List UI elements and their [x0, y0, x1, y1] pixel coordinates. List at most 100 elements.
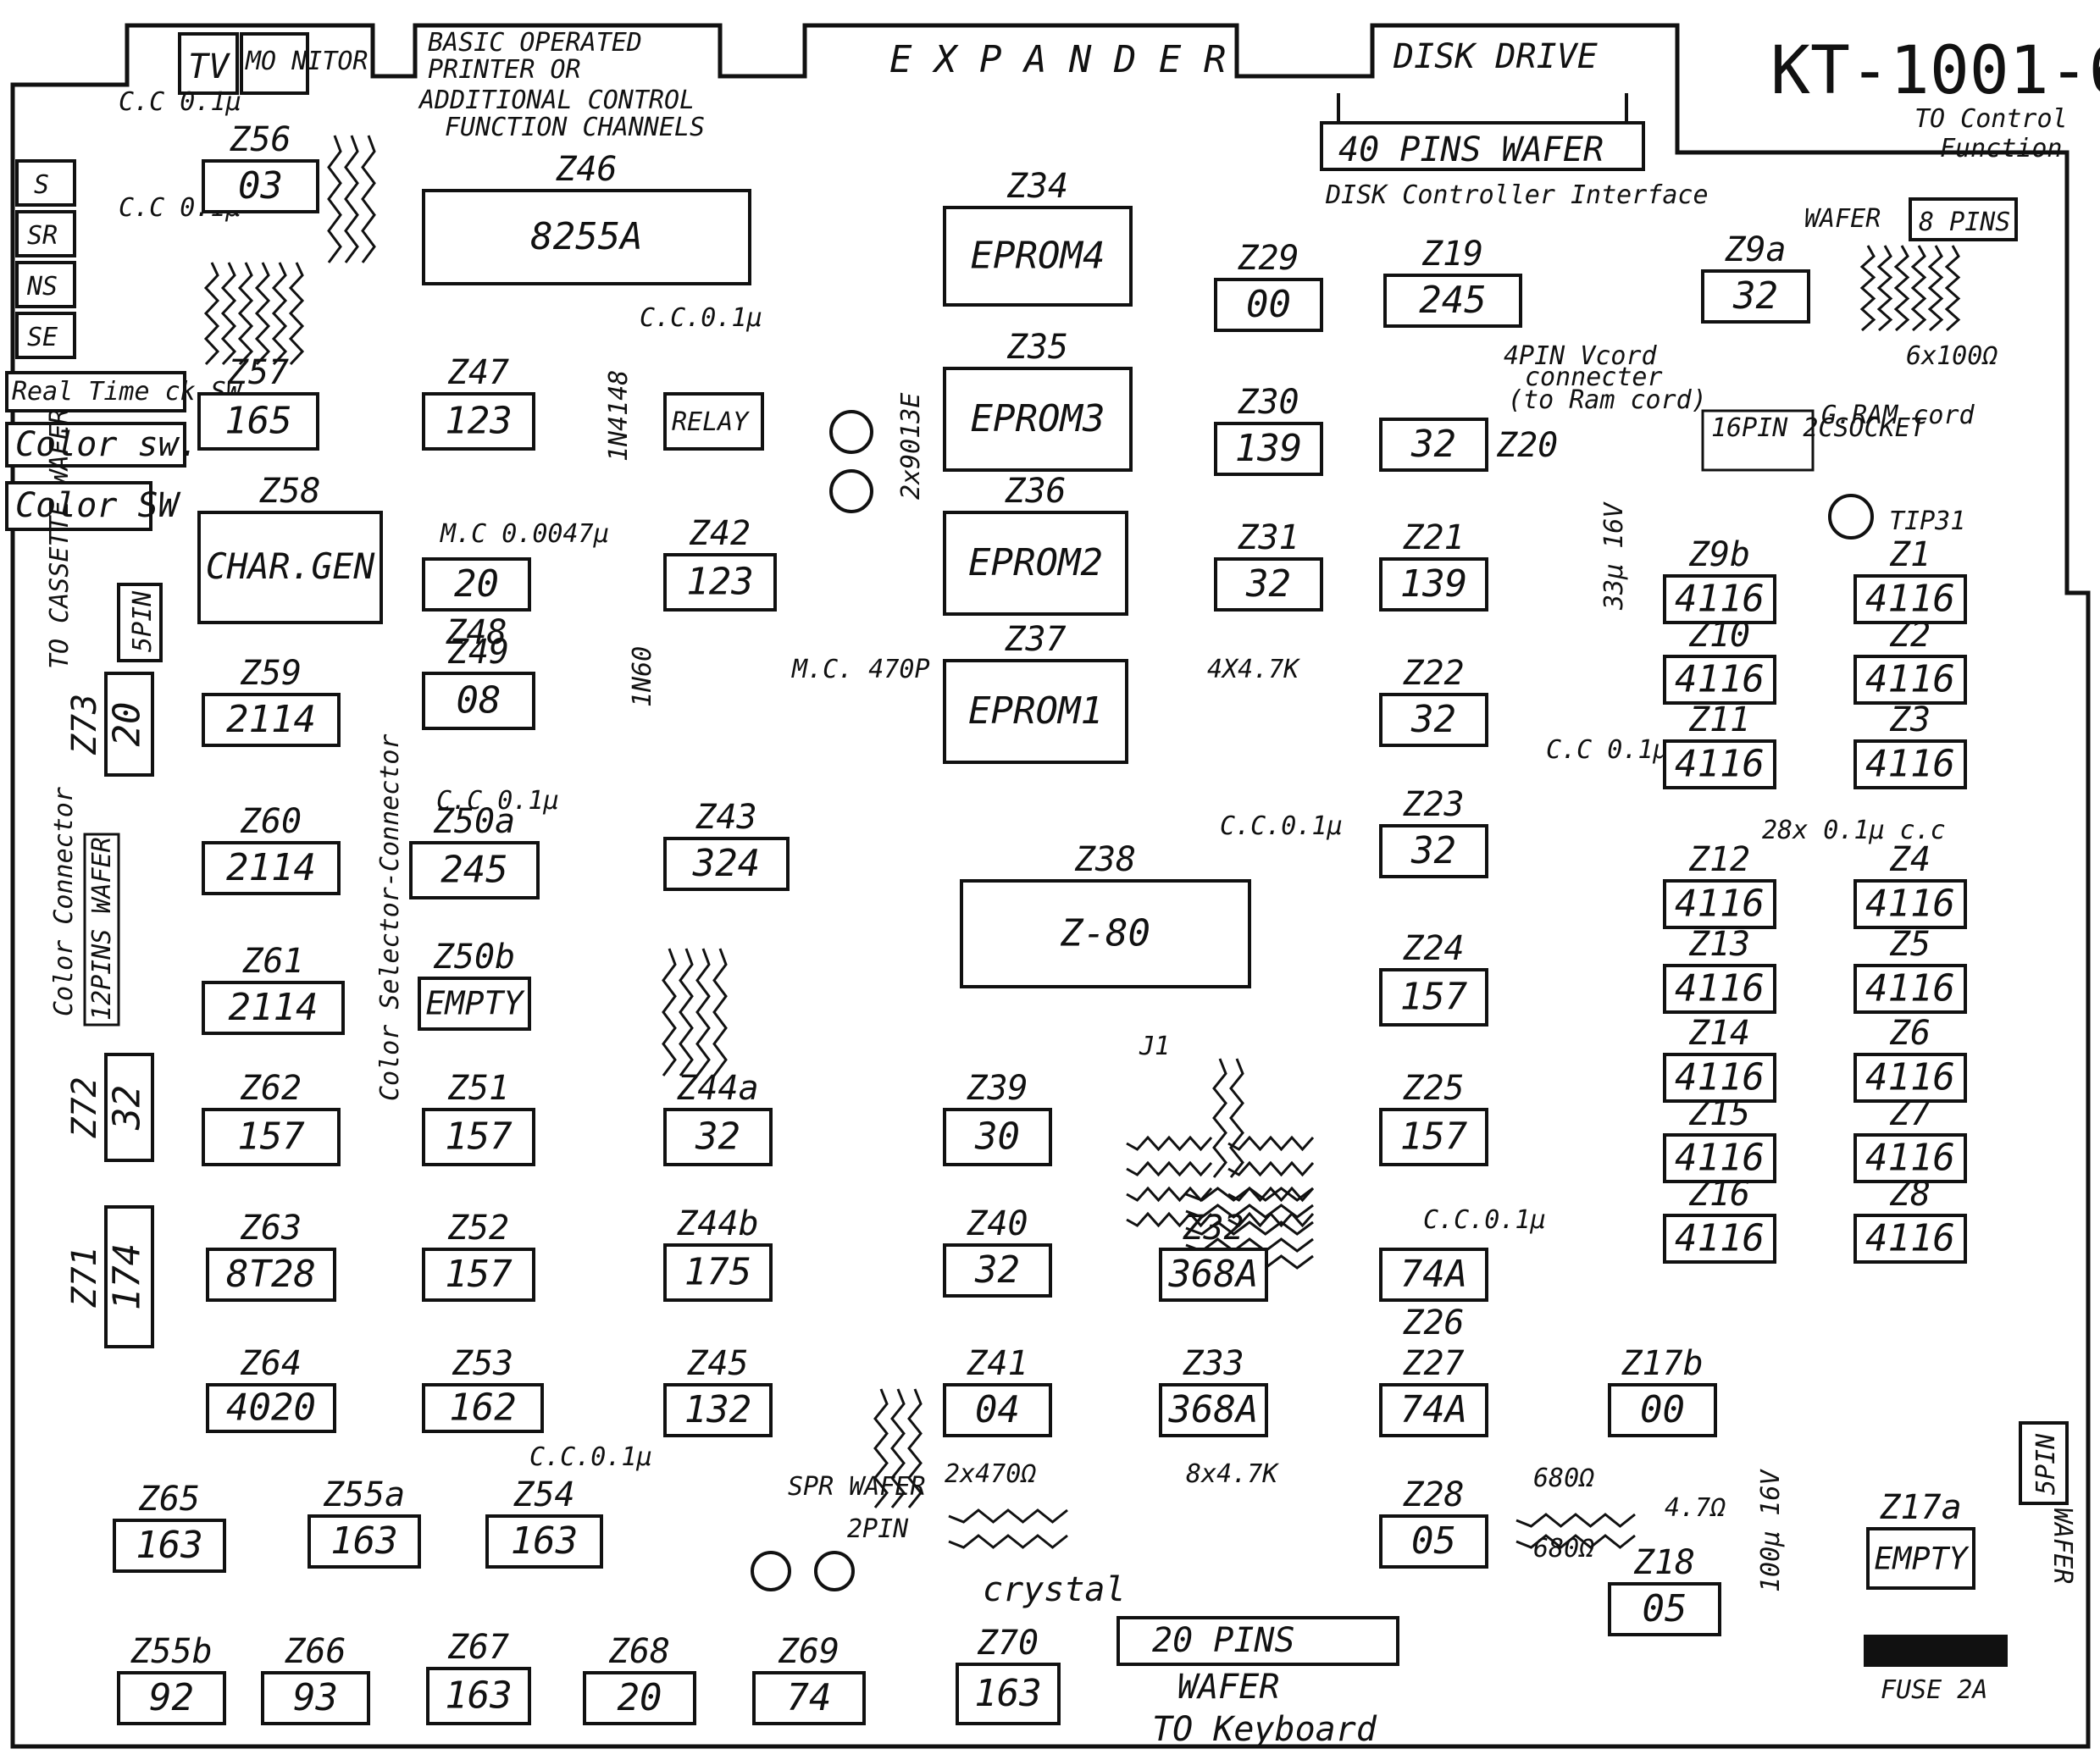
chip-id-label: Z64 [240, 1344, 302, 1383]
relay-label: RELAY [672, 407, 750, 437]
chip-id-label: Z36 [1004, 472, 1066, 511]
resistor [1515, 1513, 1636, 1528]
chip-id-label: Z39 [966, 1069, 1028, 1108]
chip-body [1853, 964, 1967, 1014]
chip-body [422, 1383, 544, 1433]
chip-body [943, 1243, 1052, 1298]
chip-body [1379, 1514, 1488, 1569]
tip31-transistor [1828, 494, 1874, 540]
keyboard-wafer-pins: 20 PINS [1152, 1621, 1295, 1660]
chip-body [1853, 574, 1967, 624]
wafer-5pin-label: WAFER [2047, 1508, 2077, 1584]
res-2x470-label: 2x470Ω [945, 1459, 1036, 1489]
resistor [890, 1388, 906, 1508]
chip-part-label: 4116 [1675, 578, 1765, 621]
board-outline [10, 23, 2091, 1749]
resistor [1185, 1237, 1314, 1253]
chip-part-label: 4116 [1865, 578, 1955, 621]
chip-id-label: Z28 [1402, 1475, 1464, 1514]
chip-id-label: Z15 [1688, 1094, 1750, 1133]
color-connector-label: Color Connector [49, 787, 79, 1016]
resistor [679, 948, 694, 1076]
chip-id-label: Z24 [1402, 929, 1464, 968]
chip-part-label: 157 [237, 1115, 305, 1159]
color-switch-1: Color sw. [15, 425, 199, 464]
cap-cc01c: C.C.0.1μ [640, 303, 762, 333]
tv-label: TV [188, 47, 230, 86]
chip-body [202, 159, 319, 213]
chip-id-label: Z19 [1421, 235, 1483, 274]
color-connector-pins: 12PINS WAFER [87, 837, 117, 1021]
ram-connector-2: connecter [1525, 363, 1663, 392]
chip-id-label: Z61 [241, 942, 303, 981]
cap-01a: C.C 0.1μ [119, 87, 241, 117]
chip-body [422, 1248, 535, 1302]
cap-cc01e: C.C.0.1μ [529, 1442, 652, 1472]
chip-id-label: Z30 [1237, 383, 1299, 422]
resistor [873, 1388, 889, 1508]
chip-part-label: 245 [441, 849, 507, 892]
chip-part-label: 157 [1400, 976, 1468, 1019]
chip-part-label: 157 [445, 1253, 513, 1296]
chip-part-label: 92 [149, 1676, 194, 1719]
chip-id-label: Z32 [1182, 1209, 1244, 1248]
printer-channel-label: BASIC OPERATED PRINTER OR ADDITIONAL CON… [418, 28, 705, 142]
chip-body [1866, 1527, 1975, 1590]
chip-body [485, 1514, 603, 1569]
chip-part-label: 123 [445, 400, 512, 443]
chip-body [113, 1519, 226, 1573]
resistor [288, 262, 305, 366]
chip-part-label: 32 [695, 1115, 740, 1159]
chip-part-label: 32 [1410, 698, 1456, 741]
cap-100u-label: 100μ 16V [1756, 1469, 1786, 1592]
transistor-2 [829, 469, 873, 513]
chip-part-label: 324 [692, 842, 760, 885]
chip-part-label: EMPTY [425, 985, 525, 1023]
expander-label: E X P A N D E R [889, 38, 1226, 81]
chip-id-label: Z9b [1688, 535, 1750, 574]
resistor [344, 135, 359, 263]
chip-id-label: Z71 [65, 1246, 104, 1308]
resistor [695, 948, 711, 1076]
to-keyboard-label: TO Keyboard [1152, 1710, 1377, 1749]
chip-body [1608, 1383, 1717, 1437]
chip-part-label: 32 [1245, 562, 1291, 606]
chip-body [943, 206, 1133, 307]
chip-part-label: 4116 [1675, 883, 1765, 926]
cassette-label: TO CASSETTE WAFER [45, 409, 75, 669]
resistor [1227, 1160, 1315, 1177]
chip-part-label: 139 [1235, 427, 1302, 470]
chip-part-label: 20 [106, 702, 149, 747]
chip-part-label: 4116 [1865, 1217, 1955, 1260]
chip-body [1853, 739, 1967, 789]
chip-part-label: 30 [974, 1115, 1020, 1159]
chip-part-label: 2114 [226, 846, 316, 889]
chip-part-label: Z-80 [1060, 912, 1150, 955]
transistor-4 [814, 1551, 855, 1591]
chip-id-label: Z63 [240, 1209, 302, 1248]
chip-body [426, 1667, 531, 1725]
chip-body [1853, 655, 1967, 705]
chip-part-label: 93 [293, 1676, 338, 1719]
